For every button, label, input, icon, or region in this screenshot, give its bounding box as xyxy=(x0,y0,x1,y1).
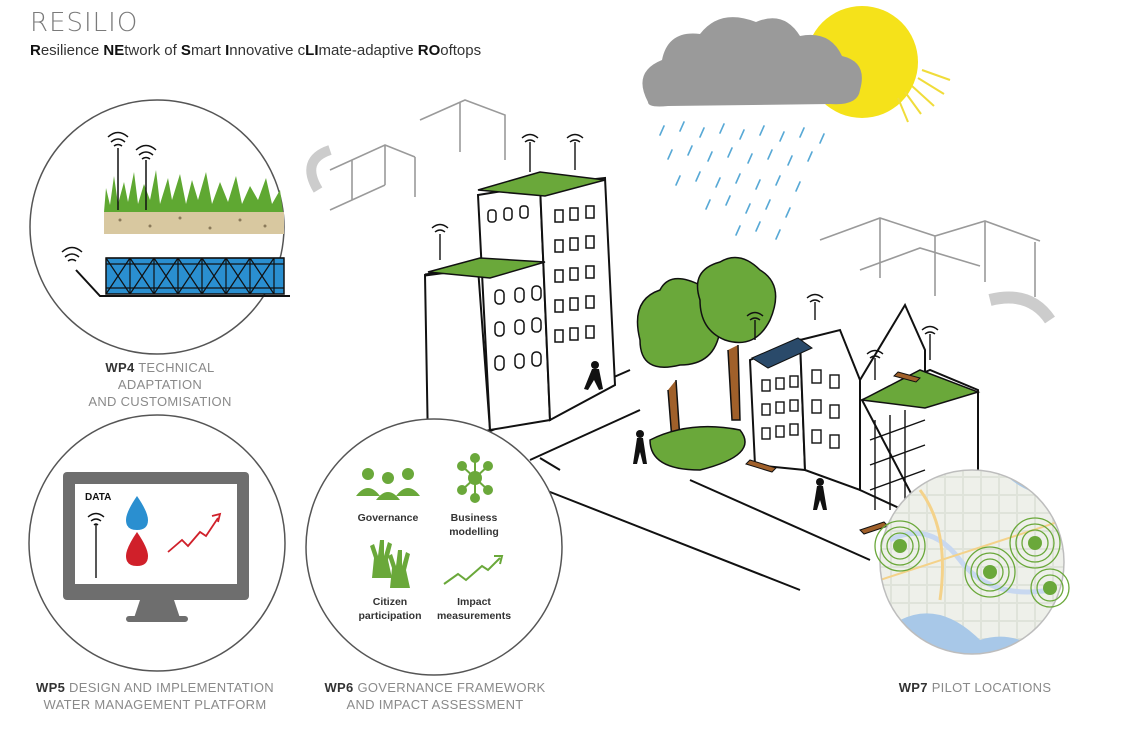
pilot-location-marker xyxy=(1009,517,1061,569)
pilot-location-marker xyxy=(1030,568,1070,608)
wp5-circle xyxy=(28,414,286,672)
wp6-line2: AND IMPACT ASSESSMENT xyxy=(346,697,524,712)
business-label-line2: modelling xyxy=(449,526,499,538)
wp6-label: WP6 GOVERNANCE FRAMEWORK AND IMPACT ASSE… xyxy=(320,679,550,713)
governance-icon xyxy=(356,468,420,500)
screen-data-label: DATA xyxy=(85,492,111,503)
wp5-line2: WATER MANAGEMENT PLATFORM xyxy=(43,697,267,712)
citizen-participation-icon xyxy=(370,540,410,588)
pilot-location-marker xyxy=(964,546,1016,598)
bench-icon xyxy=(745,371,921,535)
cloud-icon xyxy=(642,17,862,107)
acronym-letter: S xyxy=(180,42,191,59)
wp6-code: WP6 xyxy=(324,680,354,695)
subtitle-text: mate-adaptive xyxy=(318,42,418,59)
water-drop-red-icon xyxy=(126,532,148,566)
app-title: RESILIO xyxy=(30,8,139,38)
wp5-label: WP5 DESIGN AND IMPLEMENTATION WATER MANA… xyxy=(30,679,280,713)
person-icon xyxy=(584,361,827,510)
roof-garden xyxy=(427,257,546,279)
subtitle-text: oftops xyxy=(440,42,482,59)
wp4-line2: AND CUSTOMISATION xyxy=(88,394,232,409)
wp6-circle: Governance Business modelling Citizen pa… xyxy=(305,418,563,676)
pilot-location-marker xyxy=(874,520,926,572)
wp7-code: WP7 xyxy=(898,680,928,695)
trend-up-icon xyxy=(167,517,219,553)
governance-label: Governance xyxy=(358,512,419,524)
citizen-label-line1: Citizen xyxy=(373,596,407,608)
wp7-label: WP7 PILOT LOCATIONS xyxy=(880,679,1070,696)
subtitle-text: esilience xyxy=(40,42,104,59)
wp6-line1: GOVERNANCE FRAMEWORK xyxy=(357,680,546,695)
tree-icon xyxy=(636,256,777,471)
business-modelling-icon xyxy=(457,453,493,503)
water-drop-blue-icon xyxy=(126,496,148,530)
impact-label-line2: measurements xyxy=(437,610,511,622)
sensor-antenna-icon xyxy=(431,133,939,380)
background-buildings xyxy=(306,99,1055,324)
acronym-letter: NE xyxy=(103,42,125,59)
wp4-code: WP4 xyxy=(105,360,135,375)
business-label-line1: Business xyxy=(451,512,498,524)
rain-icon xyxy=(659,121,825,240)
soil-layer xyxy=(104,212,284,234)
acronym-letter: RO xyxy=(417,42,441,59)
roof-garden xyxy=(859,369,981,409)
impact-measurements-icon xyxy=(443,557,501,585)
citizen-label-line2: participation xyxy=(358,610,421,622)
wp5-code: WP5 xyxy=(36,680,66,695)
wp5-line1: DESIGN AND IMPLEMENTATION xyxy=(69,680,274,695)
building-windows xyxy=(487,205,595,371)
wp4-line1: TECHNICAL ADAPTATION xyxy=(117,360,215,392)
subtitle-text: mart xyxy=(190,42,226,59)
subtitle-text: twork of xyxy=(124,42,181,59)
subtitle-text: nnovative c xyxy=(229,42,306,59)
solar-panel xyxy=(750,337,813,369)
acronym-letter: R xyxy=(30,42,41,59)
wp4-circle xyxy=(29,99,290,355)
wifi-signal-icon xyxy=(87,512,105,578)
grass-icon xyxy=(104,170,283,212)
wp7-line1: PILOT LOCATIONS xyxy=(931,680,1052,695)
wp4-label: WP4 TECHNICAL ADAPTATION AND CUSTOMISATI… xyxy=(70,359,250,410)
acronym-letter: I xyxy=(225,42,230,59)
acronym-letter: LI xyxy=(305,42,319,59)
roof-garden xyxy=(477,171,606,197)
building-windows xyxy=(761,369,926,510)
impact-label-line1: Impact xyxy=(457,596,491,608)
wifi-signal-icon xyxy=(61,131,157,262)
app-subtitle: Resilience NEtwork of Smart Innovative c… xyxy=(30,42,481,59)
